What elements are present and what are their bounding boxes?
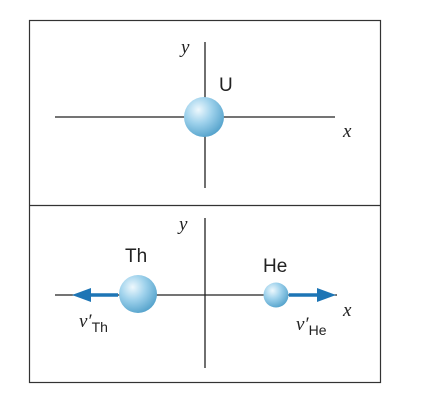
- uranium-label: U: [219, 75, 233, 96]
- thorium-nucleus: [119, 275, 157, 313]
- y-axis-label: y: [179, 37, 190, 58]
- after-panel: y x Th v′Th He v′He: [55, 214, 352, 368]
- x-axis-label: x: [342, 300, 352, 321]
- helium-label: He: [263, 256, 287, 277]
- helium-nucleus: [263, 282, 289, 308]
- thorium-velocity-arrow: [72, 288, 118, 302]
- thorium-velocity-label: v′Th: [79, 311, 108, 335]
- y-axis-label: y: [177, 214, 188, 235]
- helium-velocity-label: v′He: [296, 314, 327, 338]
- uranium-nucleus: [184, 97, 224, 137]
- x-axis-label: x: [342, 121, 352, 142]
- thorium-label: Th: [125, 246, 147, 267]
- helium-velocity-arrow: [289, 288, 336, 302]
- velocity-symbol: v′: [79, 311, 92, 332]
- velocity-subscript: Th: [92, 319, 108, 335]
- before-panel: y x U: [55, 37, 352, 188]
- figure-frame: [28, 19, 382, 384]
- velocity-subscript: He: [309, 322, 327, 338]
- velocity-symbol: v′: [296, 314, 309, 335]
